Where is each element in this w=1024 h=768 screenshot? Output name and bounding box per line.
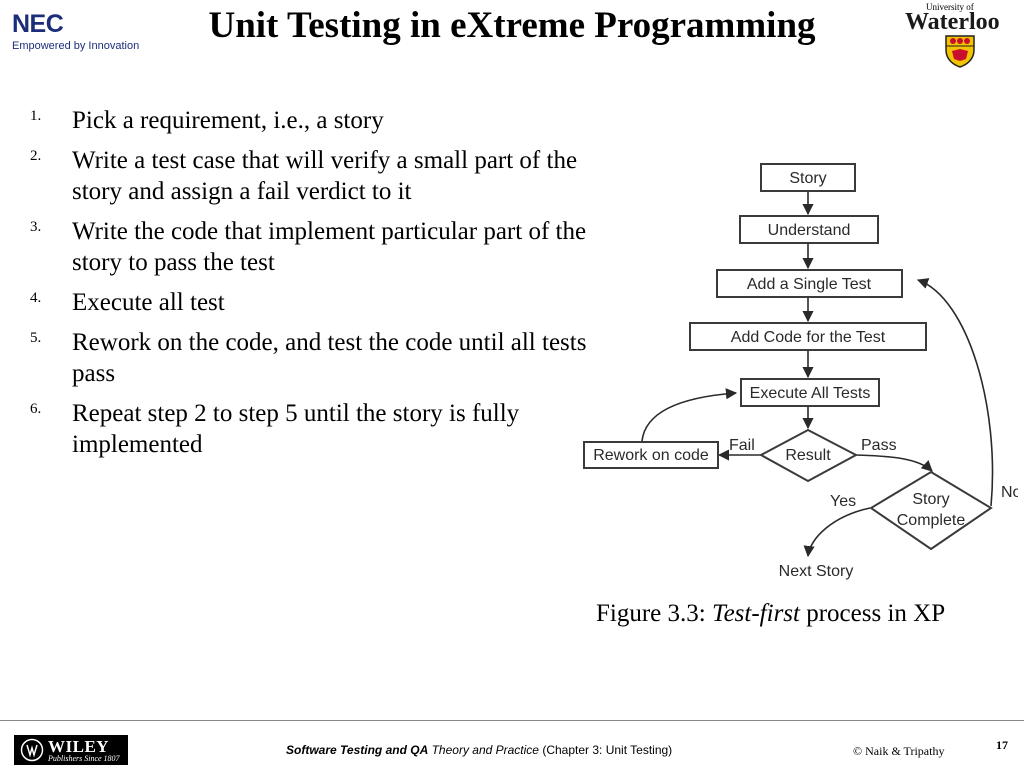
nec-logo-tagline: Empowered by Innovation bbox=[12, 40, 140, 52]
figure-caption-emph: Test-first bbox=[711, 600, 800, 627]
crest-icon bbox=[945, 35, 975, 68]
list-item-number: 3. bbox=[30, 219, 42, 235]
waterloo-logo: University of Waterloo bbox=[900, 2, 1020, 68]
list-item: 5. Rework on the code, and test the code … bbox=[30, 327, 590, 389]
edge-label-yes: Yes bbox=[830, 493, 856, 510]
figure-caption: Figure 3.3: Test-first process in XP bbox=[596, 600, 945, 628]
node-understand-label: Understand bbox=[768, 222, 851, 239]
list-item: 2. Write a test case that will verify a s… bbox=[30, 145, 590, 207]
edge-label-no: No bbox=[1001, 484, 1018, 501]
test-first-flowchart: Story Understand Add a Single Test Add C… bbox=[583, 163, 1018, 580]
nec-logo: NEC Empowered by Innovation bbox=[12, 10, 139, 60]
node-add-single-test-label: Add a Single Test bbox=[747, 276, 872, 293]
list-item-number: 5. bbox=[30, 330, 42, 346]
node-story-complete: Story Complete bbox=[869, 470, 993, 551]
wiley-emblem-icon bbox=[20, 738, 44, 762]
list-item: 4. Execute all test bbox=[30, 287, 590, 318]
edge-label-pass: Pass bbox=[861, 437, 897, 454]
wiley-logo-tagline: Publishers Since 1807 bbox=[48, 754, 120, 763]
node-rework-on-code: Rework on code bbox=[583, 441, 719, 469]
page-number: 17 bbox=[996, 738, 1008, 752]
list-item-number: 1. bbox=[30, 108, 42, 124]
figure-caption-suffix: process in XP bbox=[799, 600, 946, 627]
list-item: 3. Write the code that implement particul… bbox=[30, 216, 590, 278]
list-item-text: Execute all test bbox=[72, 289, 225, 316]
wiley-logo-name: WILEY bbox=[48, 737, 110, 756]
node-story-complete-label-2: Complete bbox=[897, 512, 966, 529]
list-item-text: Write the code that implement particular… bbox=[72, 218, 587, 276]
list-item: 6. Repeat step 2 to step 5 until the stor… bbox=[30, 398, 590, 460]
footer-divider bbox=[0, 720, 1024, 721]
list-item: 1. Pick a requirement, i.e., a story bbox=[30, 105, 590, 136]
edge-yes-nextstory bbox=[803, 507, 871, 558]
list-item-text: Write a test case that will verify a sma… bbox=[72, 147, 578, 205]
slide-title: Unit Testing in eXtreme Programming bbox=[208, 5, 816, 46]
node-add-code: Add Code for the Test bbox=[689, 322, 927, 351]
node-add-code-label: Add Code for the Test bbox=[731, 329, 886, 346]
waterloo-logo-small: University of bbox=[926, 2, 974, 12]
node-result-label: Result bbox=[785, 447, 831, 464]
node-story: Story bbox=[760, 163, 856, 192]
node-rework-on-code-label: Rework on code bbox=[593, 447, 709, 464]
nec-logo-word: NEC bbox=[12, 10, 64, 38]
list-item-number: 4. bbox=[30, 290, 42, 306]
node-execute-all-tests: Execute All Tests bbox=[740, 378, 880, 407]
node-result: Result bbox=[758, 428, 859, 483]
footer-course-title: Software Testing and QA bbox=[286, 743, 429, 757]
list-item-text: Rework on the code, and test the code un… bbox=[72, 329, 587, 387]
node-execute-all-tests-label: Execute All Tests bbox=[750, 385, 871, 402]
node-understand: Understand bbox=[739, 215, 879, 244]
footer-course-subtitle: Theory and Practice bbox=[431, 743, 539, 757]
edge-rework-execute bbox=[641, 388, 738, 442]
figure-caption-prefix: Figure 3.3: bbox=[596, 600, 712, 627]
edge-result-storycomplete bbox=[855, 454, 933, 472]
steps-list: 1. Pick a requirement, i.e., a story 2. Wr… bbox=[30, 105, 590, 469]
wiley-logo: WILEY Publishers Since 1807 bbox=[14, 735, 128, 765]
list-item-text: Repeat step 2 to step 5 until the story … bbox=[72, 400, 520, 458]
node-next-story-label: Next Story bbox=[779, 563, 854, 580]
footer-copyright: © Naik & Tripathy bbox=[853, 744, 945, 758]
node-story-complete-label-1: Story bbox=[912, 491, 949, 508]
list-item-number: 2. bbox=[30, 148, 42, 164]
footer-course: Software Testing and QA Theory and Pract… bbox=[286, 743, 672, 757]
list-item-number: 6. bbox=[30, 401, 42, 417]
edge-label-fail: Fail bbox=[729, 437, 755, 454]
list-item-text: Pick a requirement, i.e., a story bbox=[72, 107, 384, 134]
waterloo-logo-name: Waterloo bbox=[905, 9, 1000, 35]
edge-no-addtest bbox=[916, 278, 994, 507]
node-story-label: Story bbox=[789, 170, 826, 187]
footer-course-chapter: (Chapter 3: Unit Testing) bbox=[542, 743, 673, 757]
node-add-single-test: Add a Single Test bbox=[716, 269, 903, 298]
